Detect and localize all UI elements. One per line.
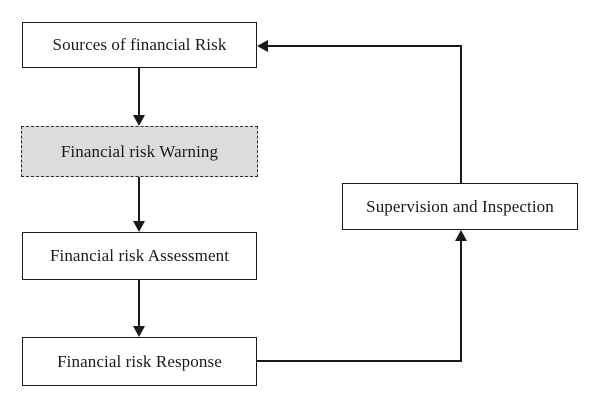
arrowhead-left-sources — [257, 40, 268, 52]
connector-assessment-to-response — [138, 280, 140, 327]
connector-response-to-supervision-vertical — [460, 241, 462, 362]
connector-supervision-to-sources-horizontal — [268, 45, 462, 47]
connector-warning-to-assessment — [138, 177, 140, 222]
node-supervision-and-inspection: Supervision and Inspection — [342, 183, 578, 230]
connector-sources-to-warning — [138, 68, 140, 116]
arrowhead-up-supervision — [455, 230, 467, 241]
arrowhead-down-response — [133, 326, 145, 337]
connector-response-to-supervision-horizontal — [257, 360, 462, 362]
node-sources-of-financial-risk: Sources of financial Risk — [22, 22, 257, 68]
arrowhead-down-assessment — [133, 221, 145, 232]
node-financial-risk-response: Financial risk Response — [22, 337, 257, 386]
node-financial-risk-warning: Financial risk Warning — [21, 126, 258, 177]
connector-supervision-to-sources-vertical — [460, 46, 462, 183]
node-financial-risk-assessment: Financial risk Assessment — [22, 232, 257, 280]
arrowhead-down-warning — [133, 115, 145, 126]
